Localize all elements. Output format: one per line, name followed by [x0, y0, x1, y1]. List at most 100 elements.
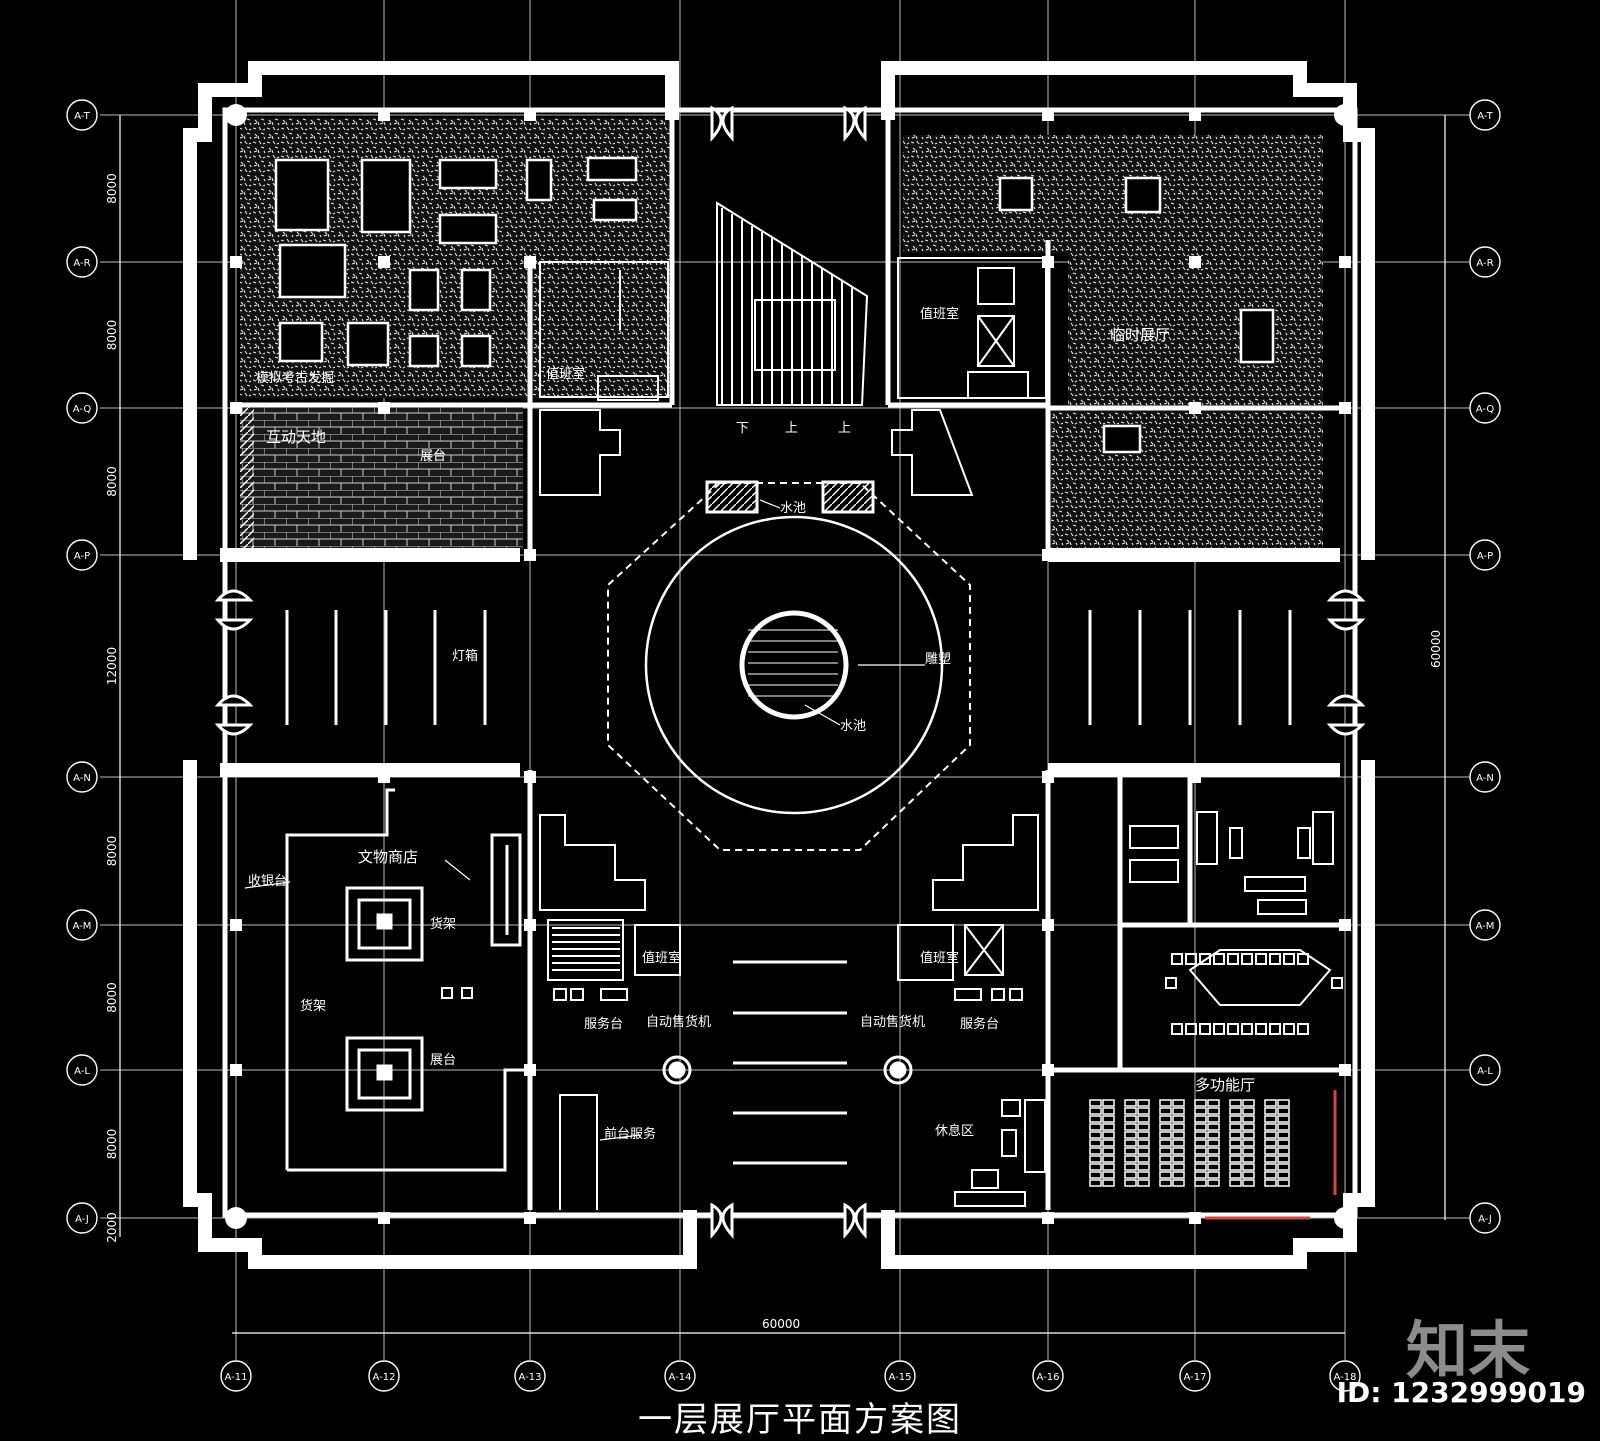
doors	[214, 105, 1366, 1239]
axis-bubble-col	[220, 1360, 252, 1392]
seat	[1172, 1163, 1185, 1171]
column	[524, 771, 536, 783]
axis-label-col: A-13	[519, 1372, 542, 1383]
seat	[1264, 1155, 1277, 1163]
temporary-exhibit-area-low	[1048, 408, 1323, 553]
seat	[1264, 1147, 1277, 1155]
axis-label-row: A-T	[1477, 111, 1493, 122]
seat	[1089, 1171, 1102, 1179]
seat	[1089, 1179, 1102, 1187]
corner-column	[1334, 1207, 1356, 1229]
seat	[1207, 1107, 1220, 1115]
axis-label-row: A-T	[74, 111, 90, 122]
seat	[1242, 1123, 1255, 1131]
dimension-label-left: 8000	[105, 320, 119, 351]
meeting-room	[1165, 949, 1343, 1035]
dimension-label-left: 8000	[105, 836, 119, 867]
seat	[1102, 1155, 1115, 1163]
label-archaeology: 模拟考古发掘	[256, 370, 334, 386]
seat	[1137, 1131, 1150, 1139]
column	[1042, 919, 1054, 931]
seat	[1089, 1099, 1102, 1107]
column	[378, 549, 390, 561]
seat	[1102, 1163, 1115, 1171]
chair	[1199, 953, 1211, 965]
label-machine-left: 自动售货机	[646, 1014, 711, 1030]
seat	[1102, 1123, 1115, 1131]
column	[378, 256, 390, 268]
label-duty-4: 值班室	[920, 950, 959, 966]
seat	[1124, 1107, 1137, 1115]
axis-label-row: A-N	[73, 773, 91, 784]
seat	[1229, 1107, 1242, 1115]
axis-bubble-row	[1469, 1202, 1501, 1234]
service-rooms-south	[539, 814, 1039, 981]
dimension-label-left: 8000	[105, 1129, 119, 1160]
column	[1189, 771, 1201, 783]
column	[378, 402, 390, 414]
dimension-label-left: 12000	[105, 647, 119, 685]
axis-label-col: A-18	[1334, 1372, 1357, 1383]
column	[524, 919, 536, 931]
corner-column	[225, 104, 247, 126]
seat	[1277, 1155, 1290, 1163]
seat	[1089, 1139, 1102, 1147]
seat	[1137, 1099, 1150, 1107]
chair	[1213, 1023, 1225, 1035]
seat	[1089, 1107, 1102, 1115]
lounge-furniture	[1129, 811, 1334, 915]
seat	[1124, 1155, 1137, 1163]
column	[230, 1064, 242, 1076]
axis-label-col: A-15	[889, 1372, 912, 1383]
seat	[1277, 1147, 1290, 1155]
seat	[1277, 1179, 1290, 1187]
chair	[1297, 953, 1309, 965]
seat	[1137, 1123, 1150, 1131]
dimension-lines	[119, 115, 1446, 1334]
leader-lines	[244, 499, 925, 1141]
seat	[1277, 1115, 1290, 1123]
seat	[1207, 1099, 1220, 1107]
seat	[1194, 1147, 1207, 1155]
seat	[1172, 1179, 1185, 1187]
seat	[1264, 1139, 1277, 1147]
chair	[1241, 1023, 1253, 1035]
seat	[1172, 1123, 1185, 1131]
label-stair-down: 下	[736, 421, 749, 436]
label-counter: 收银台	[248, 874, 287, 889]
axis-label-row: A-R	[73, 258, 90, 269]
seat	[1264, 1163, 1277, 1171]
seat	[1124, 1099, 1137, 1107]
central-octagon	[607, 482, 971, 851]
axis-bubble-row	[1469, 761, 1501, 793]
seat	[1124, 1147, 1137, 1155]
seat	[1242, 1099, 1255, 1107]
seat	[1207, 1115, 1220, 1123]
seat	[1242, 1139, 1255, 1147]
seat	[1207, 1123, 1220, 1131]
structural-columns	[225, 104, 1356, 1229]
chair	[1241, 953, 1253, 965]
axis-bubble-col	[514, 1360, 546, 1392]
service-rooms-north	[539, 257, 1047, 496]
axis-label-col: A-12	[373, 1372, 396, 1383]
temporary-cases	[998, 176, 1275, 454]
axis-label-col: A-11	[225, 1372, 248, 1383]
label-service-left: 服务台	[584, 1016, 623, 1032]
seat	[1159, 1115, 1172, 1123]
column	[1339, 256, 1351, 268]
seat	[1207, 1171, 1220, 1179]
seat	[1229, 1123, 1242, 1131]
seat	[1229, 1155, 1242, 1163]
axis-bubble-row	[66, 1054, 98, 1086]
seat	[1207, 1179, 1220, 1187]
column	[1042, 1064, 1054, 1076]
seat	[1124, 1131, 1137, 1139]
label-rest-area: 休息区	[935, 1123, 974, 1139]
column	[1189, 1212, 1201, 1224]
column	[524, 549, 536, 561]
seat	[1264, 1099, 1277, 1107]
axis-bubble-row	[1469, 246, 1501, 278]
seat	[1159, 1171, 1172, 1179]
axis-label-row: A-N	[1476, 773, 1494, 784]
